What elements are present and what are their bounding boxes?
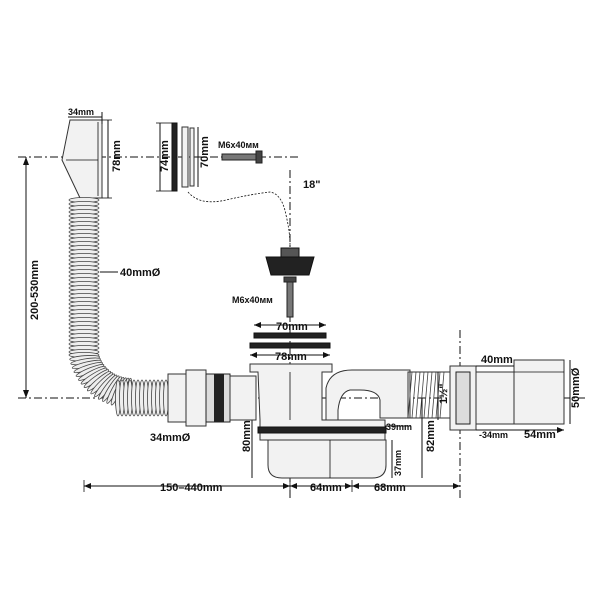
label-screw-top: M6x40мм xyxy=(218,140,259,150)
label-overflow-height: 78mm xyxy=(111,140,123,172)
label-pipe-40: 40mm xyxy=(481,354,513,366)
label-plate-74: 74mm xyxy=(159,140,171,172)
label-flange-outer: 78mm xyxy=(275,351,307,363)
label-overflow-cap-width: 34mm xyxy=(68,107,94,117)
screw-mid-icon xyxy=(283,276,297,318)
label-pipe-54: 54mm xyxy=(524,429,556,441)
label-outlet-39: 39mm xyxy=(386,422,412,432)
overflow-cap xyxy=(61,119,103,199)
stopper-plug xyxy=(265,247,315,276)
chain xyxy=(187,191,291,246)
flange-gasket xyxy=(253,332,327,339)
trap-body xyxy=(249,363,411,479)
label-span-150-440: 150–440mm xyxy=(160,482,223,494)
label-outlet-height: 82mm xyxy=(425,420,437,452)
screw-top-icon xyxy=(221,150,263,164)
label-angle: 18" xyxy=(303,179,320,191)
label-pipe-50: 50mmØ xyxy=(570,367,582,408)
label-trap-height: 80mm xyxy=(241,420,253,452)
label-span-68: 68mm xyxy=(374,482,406,494)
label-screw-mid: M6x40мм xyxy=(232,295,273,305)
stopper-plate xyxy=(171,122,195,192)
label-hose-length: 200-530mm xyxy=(29,260,41,320)
label-pipe-34: -34mm xyxy=(479,430,508,440)
label-thread: 1½" xyxy=(438,383,450,404)
label-flange-inner: 70mm xyxy=(276,321,308,333)
hose-nut xyxy=(167,369,257,427)
flexible-hose xyxy=(68,197,169,417)
label-span-64: 64mm xyxy=(310,482,342,494)
label-nut-diameter: 34mmØ xyxy=(150,432,191,444)
label-hose-diameter: 40mmØ xyxy=(120,267,161,279)
label-plate-70: 70mm xyxy=(199,136,211,168)
label-depth-37: 37mm xyxy=(393,450,403,476)
outlet-nut xyxy=(449,359,565,431)
